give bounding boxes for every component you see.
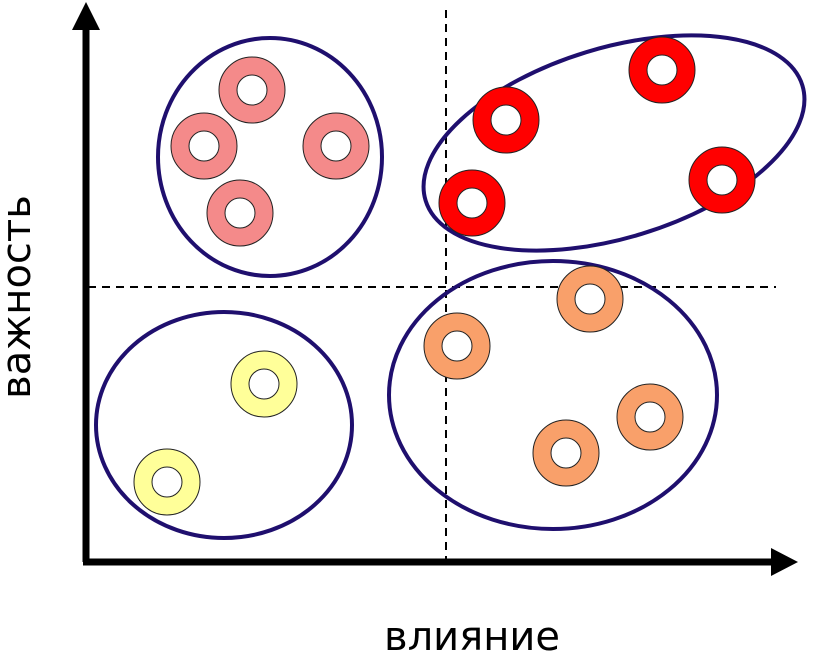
bottom-left-group-ring-2 [133,448,201,516]
top-left-group-ring-1 [218,56,286,124]
bottom-right-group-outline [387,259,719,531]
y-axis-label: важность [0,195,40,399]
top-right-group-ring-2 [628,36,696,104]
x-axis-arrowhead [771,548,798,576]
bottom-right-group-ring-1 [423,312,491,380]
top-left-group-outline [156,36,384,278]
top-left-group-ring-2 [170,112,238,180]
bottom-right-group-ring-3 [616,383,684,451]
bottom-left-group-ring-1 [230,350,298,418]
bottom-right-group-ring-4 [532,419,600,487]
top-left-group-ring-4 [206,179,274,247]
top-right-group-ring-3 [688,146,756,214]
top-right-group-ring-1 [472,86,540,154]
top-right-group-outline [421,33,807,253]
y-axis-arrowhead [72,2,100,30]
bottom-right-group-ring-2 [556,265,624,333]
x-axis-label: влияние [384,614,560,652]
top-left-group-ring-3 [302,112,370,180]
top-right-group-ring-4 [438,169,506,237]
bottom-left-group-outline [94,310,354,540]
